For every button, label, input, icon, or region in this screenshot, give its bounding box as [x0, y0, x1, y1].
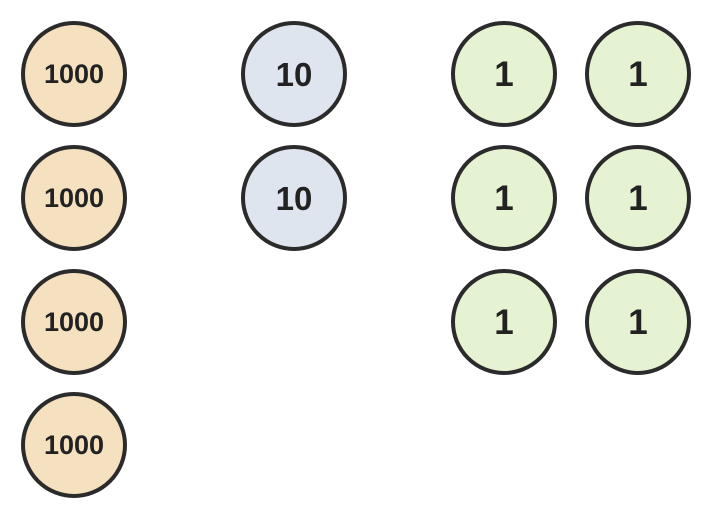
- thousand-disc: 1000: [21, 269, 127, 375]
- one-disc: 1: [585, 21, 691, 127]
- one-disc: 1: [451, 145, 557, 251]
- thousand-disc: 1000: [21, 145, 127, 251]
- one-disc: 1: [585, 145, 691, 251]
- thousand-disc: 1000: [21, 21, 127, 127]
- ten-disc: 10: [241, 145, 347, 251]
- thousand-disc: 1000: [21, 392, 127, 498]
- one-disc: 1: [451, 21, 557, 127]
- one-disc: 1: [451, 269, 557, 375]
- one-disc: 1: [585, 269, 691, 375]
- ten-disc: 10: [241, 21, 347, 127]
